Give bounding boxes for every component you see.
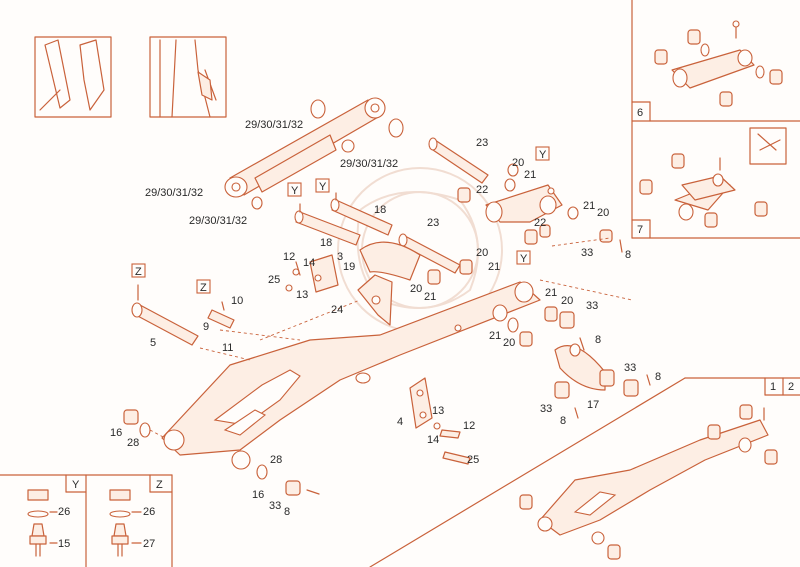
callout: 8	[595, 334, 601, 346]
ref-tag-z-2-text: Z	[200, 282, 207, 294]
callout: 10	[231, 295, 243, 307]
callout: 29/30/31/32	[245, 119, 303, 131]
grease-fitting-z	[109, 489, 131, 557]
panel-number-1: 1	[770, 381, 776, 393]
callout: 20	[476, 247, 488, 259]
panel-number-6: 6	[637, 107, 643, 119]
callout: 13	[432, 405, 444, 417]
callout: 28	[270, 454, 282, 466]
ref-tag-z-2: Z	[196, 279, 211, 294]
callout: 25	[467, 454, 479, 466]
callout: 27	[143, 538, 155, 550]
callout: 25	[268, 274, 280, 286]
panel-number-2: 2	[788, 381, 794, 393]
callout: 21	[524, 169, 536, 181]
small-plate	[285, 254, 339, 293]
callout: 28	[127, 437, 139, 449]
callout: 12	[463, 420, 475, 432]
ref-tag-y-right: Y	[516, 250, 531, 265]
pins-23	[398, 137, 489, 274]
hydraulic-cylinder	[224, 97, 404, 210]
callout: 29/30/31/32	[189, 215, 247, 227]
callout: 33	[624, 362, 636, 374]
linkage-bracket	[427, 163, 623, 285]
callout: 14	[427, 434, 439, 446]
callout: 20	[561, 295, 573, 307]
callout: 8	[625, 249, 631, 261]
callout-labels: 29/30/31/32 29/30/31/32 29/30/31/32 29/3…	[58, 119, 661, 550]
panel-1-2-boom	[519, 404, 778, 560]
ref-tag-y-top-text: Y	[539, 149, 547, 161]
callout: 9	[203, 321, 209, 333]
callout: 19	[343, 261, 355, 273]
callout: 24	[331, 304, 343, 316]
ref-tag-y-1-text: Y	[291, 185, 299, 197]
callout: 13	[296, 289, 308, 301]
callout: 29/30/31/32	[145, 187, 203, 199]
thumbnail-machine-views	[34, 36, 227, 118]
callout-leaders	[49, 511, 142, 544]
callout: 20	[503, 337, 515, 349]
callout: 26	[143, 506, 155, 518]
callout: 20	[410, 283, 422, 295]
callout: 33	[540, 403, 552, 415]
callout: 33	[581, 247, 593, 259]
callout: 21	[489, 330, 501, 342]
callout: 29/30/31/32	[340, 158, 398, 170]
main-boom-arm	[123, 281, 585, 496]
callout: 33	[586, 300, 598, 312]
grease-fitting-y	[27, 489, 49, 557]
callout: 33	[269, 500, 281, 512]
ref-tag-z-1: Z	[131, 263, 146, 278]
callout: 5	[150, 337, 156, 349]
ref-tag-y-box: Y	[72, 479, 80, 491]
ref-tag-y-right-text: Y	[520, 253, 528, 265]
ref-tag-z-box: Z	[156, 479, 163, 491]
callout: 16	[252, 489, 264, 501]
callout: 21	[424, 291, 436, 303]
callout: 22	[476, 184, 488, 196]
callout: 23	[427, 217, 439, 229]
ref-tag-z-1-text: Z	[135, 266, 142, 278]
panel-6-linkage	[654, 20, 783, 107]
callout: 14	[303, 257, 315, 269]
ref-tag-y-2-text: Y	[319, 181, 327, 193]
callout: 17	[587, 399, 599, 411]
ref-tag-y-2: Y	[315, 178, 330, 193]
callout: 3	[337, 251, 343, 263]
callout: 21	[545, 287, 557, 299]
panel-7-linkage	[639, 127, 787, 228]
callout: 21	[583, 200, 595, 212]
pin-9	[207, 301, 235, 329]
callout: 22	[534, 217, 546, 229]
callout: 16	[110, 427, 122, 439]
panel-number-7: 7	[637, 224, 643, 236]
callout: 20	[512, 157, 524, 169]
ref-tag-y-top: Y	[535, 146, 550, 161]
callout: 26	[58, 506, 70, 518]
mounting-bracket-24	[357, 241, 421, 326]
callout: 20	[597, 207, 609, 219]
callout: 18	[320, 237, 332, 249]
bracket-4	[409, 377, 471, 465]
callout: 8	[284, 506, 290, 518]
pins-18	[294, 192, 393, 246]
callout: 4	[397, 416, 403, 428]
callout: 23	[476, 137, 488, 149]
callout: 21	[488, 261, 500, 273]
pin-5	[131, 284, 199, 346]
callout: 15	[58, 538, 70, 550]
leader-dashes	[149, 237, 633, 439]
callout: 8	[655, 371, 661, 383]
callout: 18	[374, 204, 386, 216]
link-17	[554, 343, 651, 419]
callout: 11	[222, 342, 233, 354]
ref-tag-y-1: Y	[287, 182, 302, 197]
callout: 12	[283, 251, 295, 263]
callout: 8	[560, 415, 566, 427]
